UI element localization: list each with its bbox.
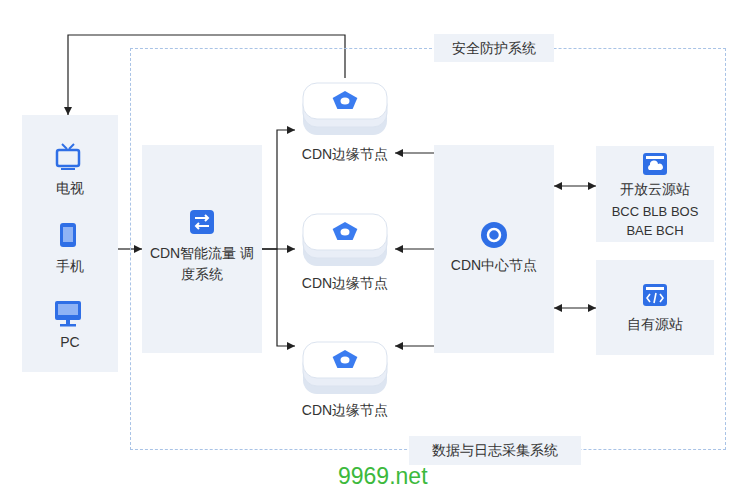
node-label: 开放云源站 [596,179,714,199]
connector-arrow [554,185,596,186]
node-label: CDN边缘节点 [295,144,395,164]
node-label: 自有源站 [596,314,714,334]
connector-arrow [395,248,434,249]
scheduler-icon [190,210,214,234]
edge-node: CDN边缘节点 [295,78,395,166]
scheduler-box: CDN智能流量 调度系统 [142,145,262,353]
client-panel-fill [22,115,118,372]
edge-node-icon [303,83,387,135]
watermark: 9969.net [338,463,428,490]
cloud-origin-fill [596,146,714,242]
edge-node: CDN边缘节点 [295,340,395,422]
node-label: PC [22,332,118,352]
node-label: CDN智能流量 调度系统 [146,243,258,285]
connector-arrow [395,345,434,346]
node-label: CDN边缘节点 [295,400,395,420]
panel-fills [22,115,714,372]
pc-icon [55,301,81,327]
connector-arrow [68,35,345,115]
tv-icon [57,144,79,169]
connector-arrow [262,249,295,346]
connector-arrow [262,130,295,249]
system-region: CDN智能流量 调度系统 CDN边缘节点 CDN边缘节点 CDN边缘节点 CDN中心节点… [130,48,726,450]
phone-icon [60,223,76,247]
center-fill [434,145,554,353]
center-node: CDN中心节点 [434,145,554,353]
edge-node: CDN边缘节点 [295,213,395,295]
cloud-origin: 开放云源站 BCC BLB BOS BAE BCH [596,146,714,242]
node-label: BCC BLB BOS BAE BCH [607,202,703,240]
node-label: CDN边缘节点 [295,273,395,293]
own-origin-fill [596,260,714,355]
node-label: 电视 [22,178,118,198]
scheduler-fill [142,145,262,353]
client-panel: 电视手机 PC [22,115,118,372]
edge-node-icons [303,83,387,394]
connector-arrow [554,307,596,308]
edge-node-icon [303,214,387,266]
code-icon [643,284,667,306]
node-label: 安全防护系统 [434,34,554,62]
cloud-icon [643,153,667,175]
center-icon [481,222,507,248]
node-label: 数据与日志采集系统 [409,436,581,465]
connector-arrow [395,152,434,153]
own-origin: 自有源站 [596,260,714,355]
edge-node-icon [303,342,387,394]
node-label: CDN中心节点 [434,255,554,275]
node-label: 手机 [22,256,118,276]
